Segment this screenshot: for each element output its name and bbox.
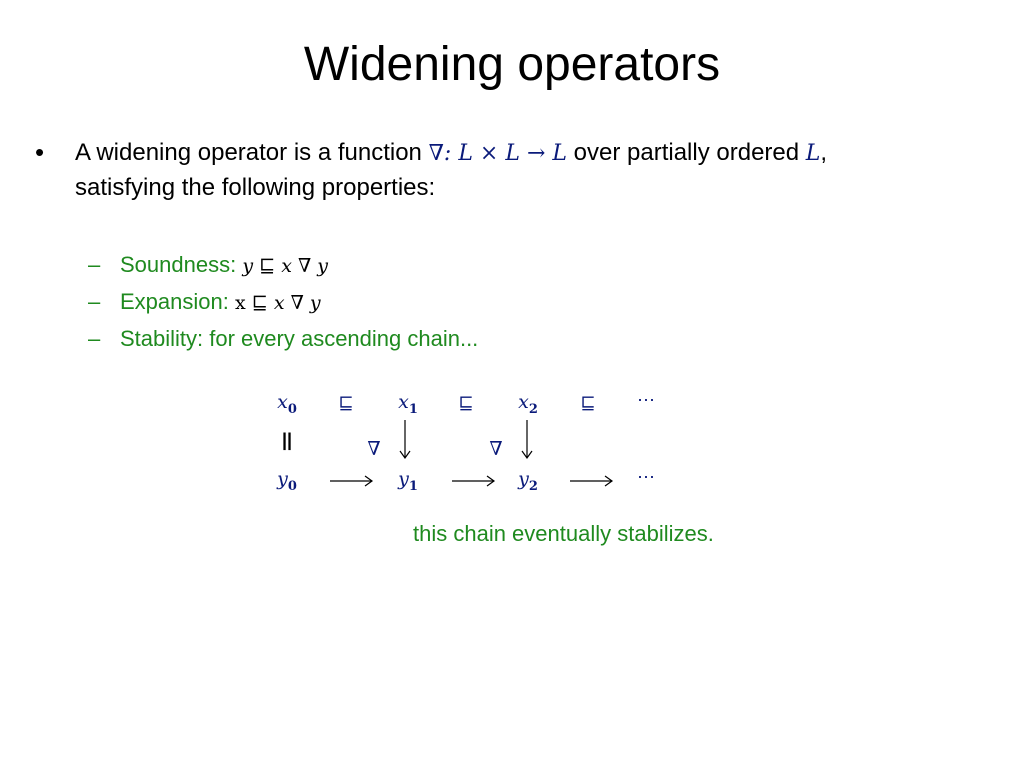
down-arrow-1-head [399,450,411,460]
math-rel: ⊑ [253,255,282,277]
sqsubseteq-1: ⊑ [338,393,354,414]
property-dash-expansion: – [88,289,101,314]
math-lhs: y [242,255,254,277]
chain-y1: y1 [398,468,418,494]
right-arrow-1-head [364,475,374,487]
sqsubseteq-3: ⊑ [580,393,596,414]
property-stability: Stability: for every ascending chain... [120,326,478,352]
property-dash-stability: – [88,326,101,351]
nabla-1: ∇ [367,438,381,460]
bullet-line-2: satisfying the following properties: [75,174,436,201]
right-arrow-2-head [486,475,496,487]
sqsubseteq-2: ⊑ [458,393,474,414]
chain-y2: y2 [518,468,538,494]
math-lhs: x [234,292,246,314]
bullet-text-after: , [820,139,828,166]
widening-signature: ∇: L × L → L [428,141,567,166]
poset-symbol: L [805,141,821,166]
property-soundness: Soundness: y ⊑ x ∇ y [120,252,328,278]
slide-title: Widening operators [303,38,721,91]
math-rhs: x ∇ y [281,255,329,277]
math-rhs: x ∇ y [273,292,321,314]
chain-y0: y0 [277,468,297,494]
property-label: Expansion: [120,289,235,314]
bullet-marker: • [35,137,45,167]
property-label: Soundness: [120,252,243,277]
equals-symbol: || [281,430,293,450]
down-arrow-2-head [521,450,533,460]
chain-x2: x2 [518,391,538,417]
bullet-text-middle: over partially ordered [567,139,806,166]
chain-x1: x1 [398,391,418,417]
right-arrow-3-head [604,475,614,487]
nabla-2: ∇ [489,438,503,460]
math-rel: ⊑ [245,292,274,314]
stabilizes-caption: this chain eventually stabilizes. [413,521,714,546]
bottom-ellipsis: ⋯ [637,467,655,488]
property-dash-soundness: – [88,252,101,277]
property-expansion: Expansion: x ⊑ x ∇ y [120,289,321,315]
bullet-paragraph: A widening operator is a function ∇: L ×… [75,136,975,205]
property-label: Stability: for every ascending chain... [120,326,479,351]
top-ellipsis: ⋯ [637,390,655,411]
bullet-text-before: A widening operator is a function [75,139,429,166]
chain-x0: x0 [277,391,297,417]
